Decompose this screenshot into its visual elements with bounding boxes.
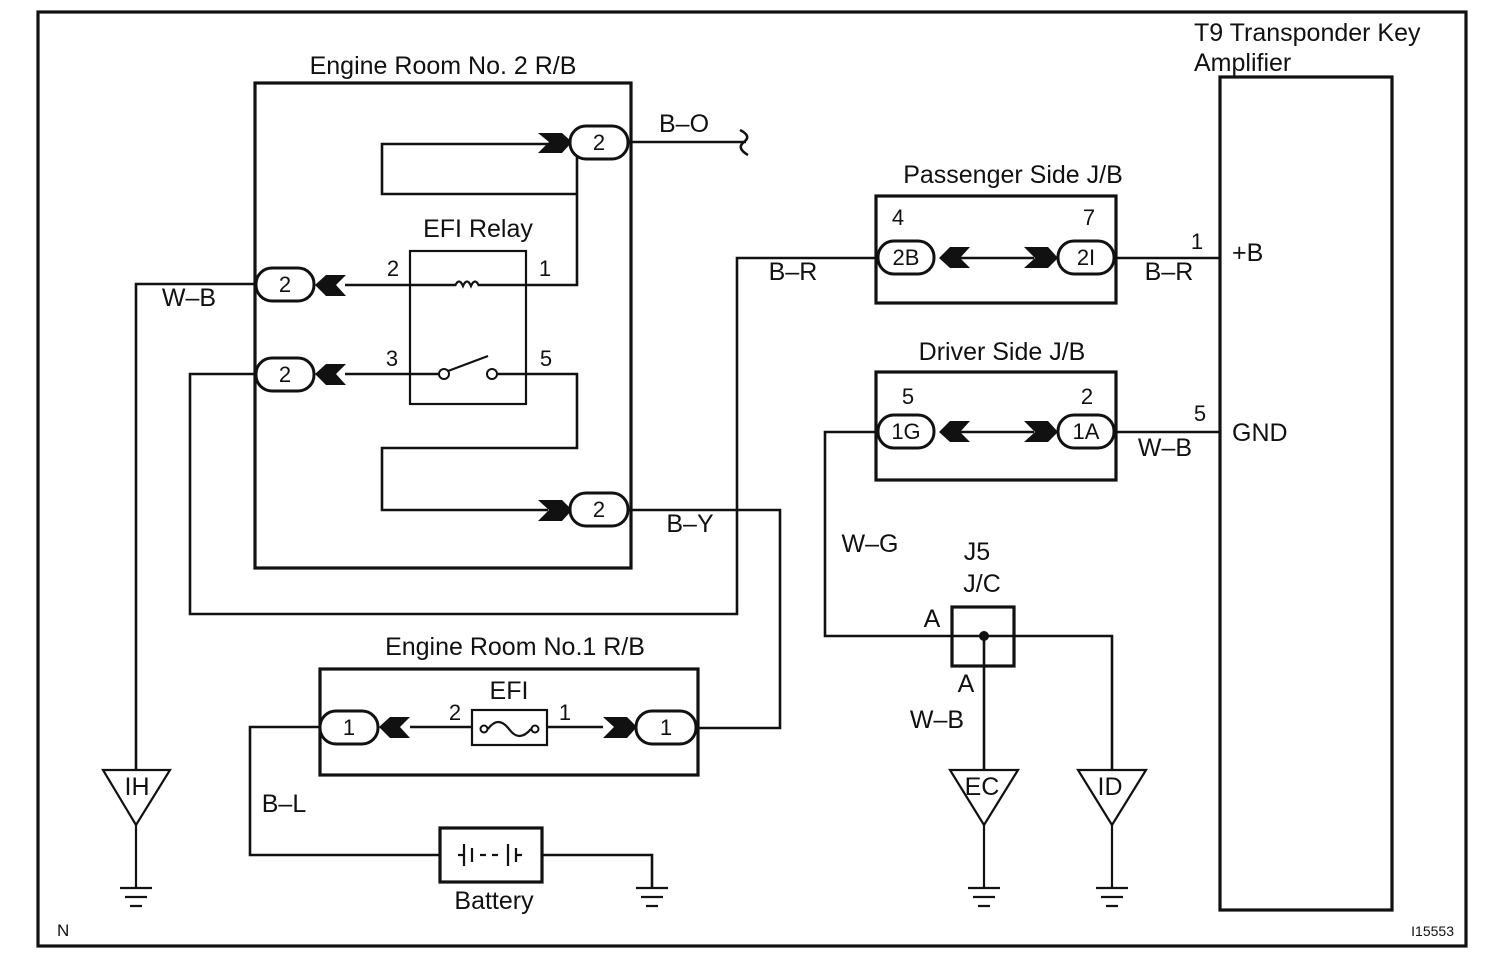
t9-terminal-gnd: GND xyxy=(1232,419,1288,447)
ground-icon xyxy=(1096,825,1128,908)
driver-jb-pin-2: 2 xyxy=(1081,384,1093,409)
ground-ec-label: EC xyxy=(965,773,1000,801)
efi-fuse-title: EFI xyxy=(490,677,529,705)
er2-left-top-connector-pin: 2 xyxy=(279,272,291,297)
engine-room-2-relay-block xyxy=(253,81,633,570)
b-r-right-wire-label: B–R xyxy=(1145,258,1194,286)
w-b-left-wire-label: W–B xyxy=(162,284,216,312)
j5-pin-a-left: A xyxy=(924,605,941,633)
b-r-mid-wire-label: B–R xyxy=(769,258,818,286)
passenger-jb-left-connector-id: 2B xyxy=(893,245,920,270)
relay-coil-wire xyxy=(345,142,579,287)
relay-switch-wire xyxy=(345,372,579,512)
connector-arrow-icon xyxy=(315,275,346,296)
passenger-side-junction-block xyxy=(874,194,1118,305)
battery xyxy=(438,826,544,884)
efi-relay xyxy=(408,249,528,406)
fuse-terminal-right xyxy=(530,724,540,734)
driver-side-junction-block xyxy=(874,370,1118,482)
engine-room-1-title: Engine Room No.1 R/B xyxy=(385,633,645,661)
j5-title: J5 xyxy=(964,538,990,566)
er2-top-connector-pin: 2 xyxy=(593,130,605,155)
efi-fuse-pin-2: 2 xyxy=(449,700,461,725)
ground-icon xyxy=(968,825,1000,908)
b-r-wire xyxy=(188,256,876,616)
figure-id: I15553 xyxy=(1411,923,1454,939)
connector-arrow-icon xyxy=(538,133,572,153)
ground-icon xyxy=(120,825,152,908)
passenger-jb-pin-7: 7 xyxy=(1083,205,1095,230)
relay-pin-5: 5 xyxy=(540,346,552,371)
connector-arrow-icon xyxy=(538,500,572,521)
driver-jb-left-connector-id: 1G xyxy=(891,419,920,444)
efi-fuse-pin-1: 1 xyxy=(559,700,571,725)
connector-arrow-icon xyxy=(315,364,346,385)
b-o-wire xyxy=(628,128,749,157)
w-b-left-wire xyxy=(134,282,256,770)
w-g-wire-label: W–G xyxy=(842,530,899,558)
relay-switch-contact-left xyxy=(438,368,450,380)
t9-terminal-b: +B xyxy=(1232,239,1263,267)
er1-left-connector-pin: 1 xyxy=(343,715,355,740)
connector-arrow-icon xyxy=(939,421,970,442)
passenger-jb-right-connector-id: 2I xyxy=(1077,245,1095,270)
t9-subtitle: Amplifier xyxy=(1194,49,1291,77)
ground-point-ih: IH xyxy=(101,768,172,908)
w-b-j5-wire-label: W–B xyxy=(910,706,964,734)
ground-id-label: ID xyxy=(1098,773,1123,801)
b-l-wire xyxy=(248,725,654,888)
b-l-wire-label: B–L xyxy=(262,790,307,818)
driver-jb-title: Driver Side J/B xyxy=(919,338,1086,366)
diagram-frame xyxy=(36,10,1468,948)
driver-jb-right-connector-id: 1A xyxy=(1073,419,1100,444)
er2-bottom-connector-pin: 2 xyxy=(593,497,605,522)
j5-subtitle: J/C xyxy=(963,570,1001,598)
relay-pin-3: 3 xyxy=(386,346,398,371)
fuse-element-icon xyxy=(487,720,532,738)
driver-jb-right-connector xyxy=(1056,413,1116,450)
j5-ground-wires xyxy=(952,634,1114,770)
er2-left-bot-connector-pin: 2 xyxy=(279,362,291,387)
engine-room-2-title: Engine Room No. 2 R/B xyxy=(310,52,577,80)
connector-arrow-icon xyxy=(603,717,637,738)
connector-arrow-icon xyxy=(379,717,410,738)
j5-pin-a-bottom: A xyxy=(958,670,975,698)
connector-arrow-icon xyxy=(1024,421,1058,442)
battery-icon xyxy=(458,844,522,866)
t9-pin-1: 1 xyxy=(1191,229,1203,254)
battery-label: Battery xyxy=(454,887,534,915)
fuse-terminal-left xyxy=(479,724,489,734)
passenger-jb-pin-4: 4 xyxy=(892,205,904,230)
connector-arrow-icon xyxy=(939,247,970,268)
driver-jb-pin-5: 5 xyxy=(902,384,914,409)
relay-pin-1: 1 xyxy=(539,256,551,281)
b-y-wire-label: B–Y xyxy=(666,510,714,538)
er1-right-connector-pin: 1 xyxy=(660,715,672,740)
b-o-wire-label: B–O xyxy=(659,110,709,138)
efi-relay-title: EFI Relay xyxy=(423,215,533,243)
relay-pin-2: 2 xyxy=(387,256,399,281)
corner-label: N xyxy=(57,921,69,940)
t9-transponder-key-amplifier xyxy=(1218,75,1394,912)
passenger-jb-right-connector xyxy=(1056,239,1116,276)
connector-arrow-icon xyxy=(1024,247,1058,268)
ground-point-ec: EC xyxy=(948,768,1020,908)
passenger-jb-left-connector xyxy=(876,239,936,276)
b-y-wire xyxy=(628,508,782,730)
t9-pin-5: 5 xyxy=(1194,401,1206,426)
passenger-jb-title: Passenger Side J/B xyxy=(903,161,1123,189)
ground-point-id: ID xyxy=(1076,768,1148,908)
ground-battery xyxy=(636,886,668,908)
ground-icon xyxy=(636,886,668,908)
relay-switch-contact-right xyxy=(486,368,498,380)
relay-switch-blade xyxy=(447,354,489,373)
relay-coil-icon xyxy=(453,280,481,289)
w-b-right-wire-label: W–B xyxy=(1138,434,1192,462)
w-g-wire xyxy=(823,430,952,638)
t9-title: T9 Transponder Key xyxy=(1194,19,1421,47)
ground-ih-label: IH xyxy=(125,773,150,801)
er1-right-connector xyxy=(634,709,698,746)
